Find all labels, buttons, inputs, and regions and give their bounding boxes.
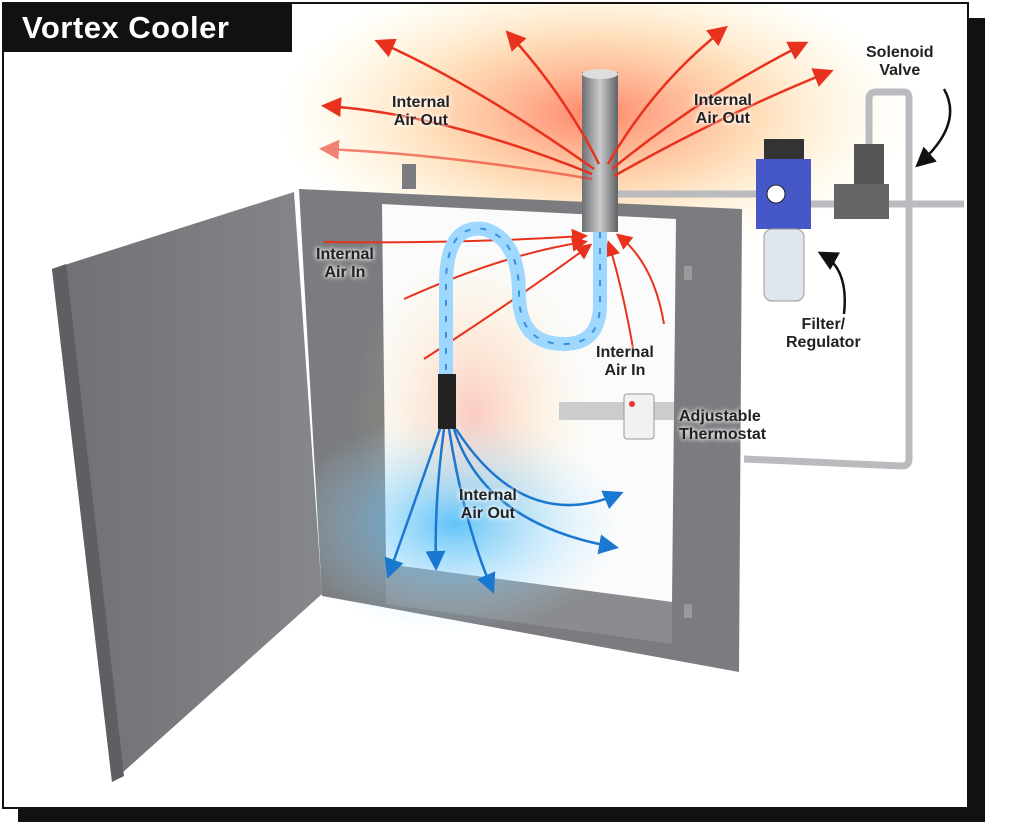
label-line: Air Out [460,505,515,522]
label-line: Valve [879,62,921,79]
thermostat [623,393,655,440]
label-line: Thermostat [679,426,767,443]
solenoid-pointer [915,88,952,168]
label-line: Internal [316,246,374,263]
cold-air-glow [284,414,624,634]
cold-air-arrows [384,428,624,594]
label-line: Regulator [786,334,861,351]
vortex-tube [582,72,618,232]
label-line: Solenoid [866,44,934,61]
filter-regulator [756,139,811,302]
label-line: Internal [694,92,752,109]
label-line: Internal [392,94,450,111]
hot-air-arrows [319,25,834,181]
label-line: Air In [604,362,646,379]
label-line: Internal [459,487,517,504]
label-line: Air Out [695,110,750,127]
solenoid-valve [834,144,889,219]
label-line: Internal [596,344,654,361]
label-line: Air Out [393,112,448,129]
diagram-title: Vortex Cooler [4,4,292,52]
enclosure-door [52,192,322,782]
label-line: Air In [324,264,366,281]
hose-manifold [438,374,456,429]
label-line: Adjustable [679,408,761,425]
label-line: Filter/ [801,316,846,333]
filter-pointer [817,251,846,315]
label-filter-regulator: Filter/Regulator [786,316,861,352]
vortex-cooler-diagram [52,4,964,782]
